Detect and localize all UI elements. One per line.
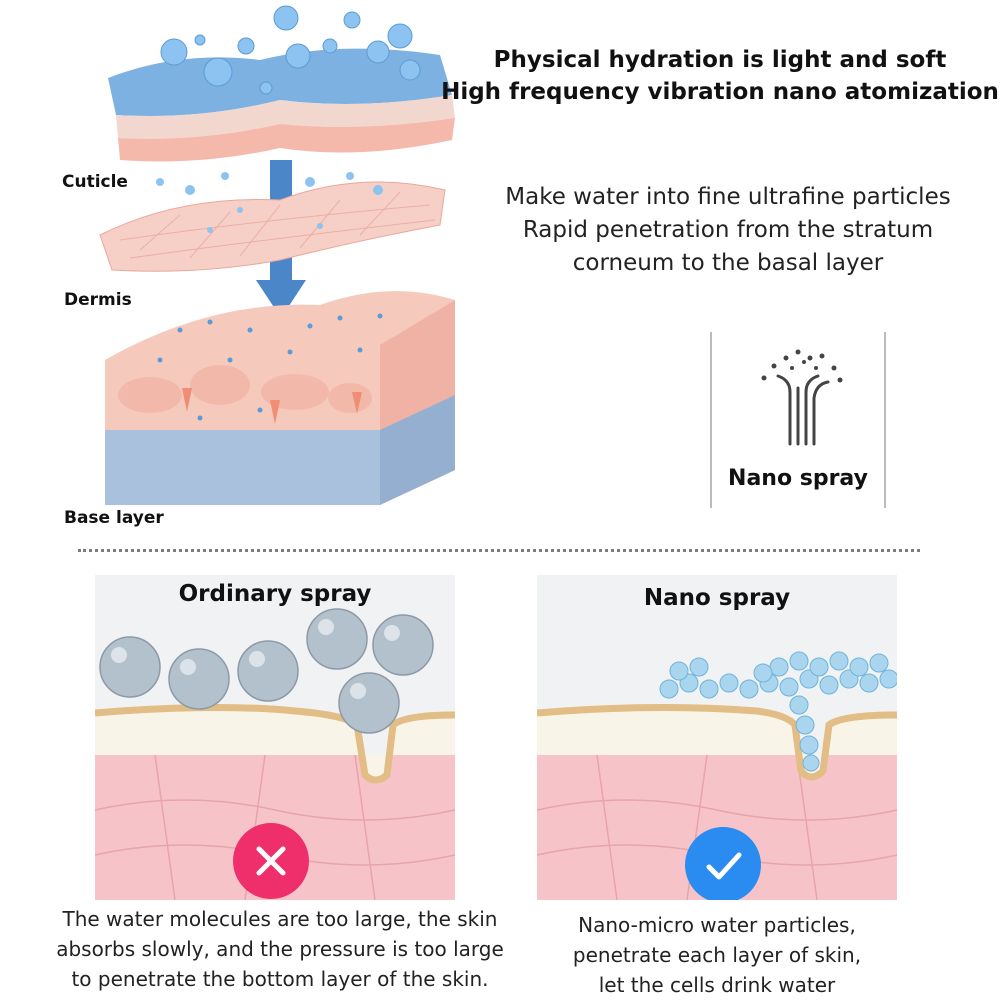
nano-caption-line-1: Nano-micro water particles, (578, 913, 856, 937)
cuticle-label: Cuticle (62, 172, 128, 192)
description-line-2: Rapid penetration from the stratum (522, 217, 934, 243)
ordinary-caption-line-1: The water molecules are too large, the s… (62, 907, 498, 931)
headline: Physical hydration is light and soft Hig… (440, 44, 1000, 108)
ordinary-spray-caption: The water molecules are too large, the s… (40, 904, 520, 994)
nano-caption-line-2: penetrate each layer of skin, (572, 943, 862, 967)
nano-spray-icon (761, 349, 843, 446)
ordinary-caption-line-2: absorbs slowly, and the pressure is too … (56, 937, 504, 961)
ordinary-spray-panel: Ordinary spray (95, 575, 455, 900)
nano-spray-panel: Nano spray (537, 575, 897, 900)
skin-layers-illustration (60, 0, 480, 540)
description-line-1: Make water into fine ultrafine particles (505, 184, 951, 210)
cross-icon (233, 823, 309, 899)
nano-spray-feature-label: Nano spray (728, 466, 868, 491)
nano-spray-caption: Nano-micro water particles, penetrate ea… (517, 910, 917, 1000)
nano-caption-line-3: let the cells drink water (598, 973, 836, 997)
headline-line-1: Physical hydration is light and soft (493, 47, 947, 73)
base-layer-label: Base layer (64, 508, 164, 528)
ordinary-spray-title: Ordinary spray (178, 581, 372, 607)
nano-spray-feature: Nano spray (710, 332, 886, 508)
headline-line-2: High frequency vibration nano atomizatio… (441, 79, 999, 105)
description: Make water into fine ultrafine particles… (478, 181, 978, 280)
check-icon (685, 827, 761, 900)
nano-spray-panel-title: Nano spray (643, 585, 791, 611)
dotted-divider (78, 549, 920, 552)
ordinary-caption-line-3: to penetrate the bottom layer of the ski… (71, 967, 489, 991)
dermis-label: Dermis (64, 290, 132, 310)
description-line-3: corneum to the basal layer (572, 250, 884, 276)
